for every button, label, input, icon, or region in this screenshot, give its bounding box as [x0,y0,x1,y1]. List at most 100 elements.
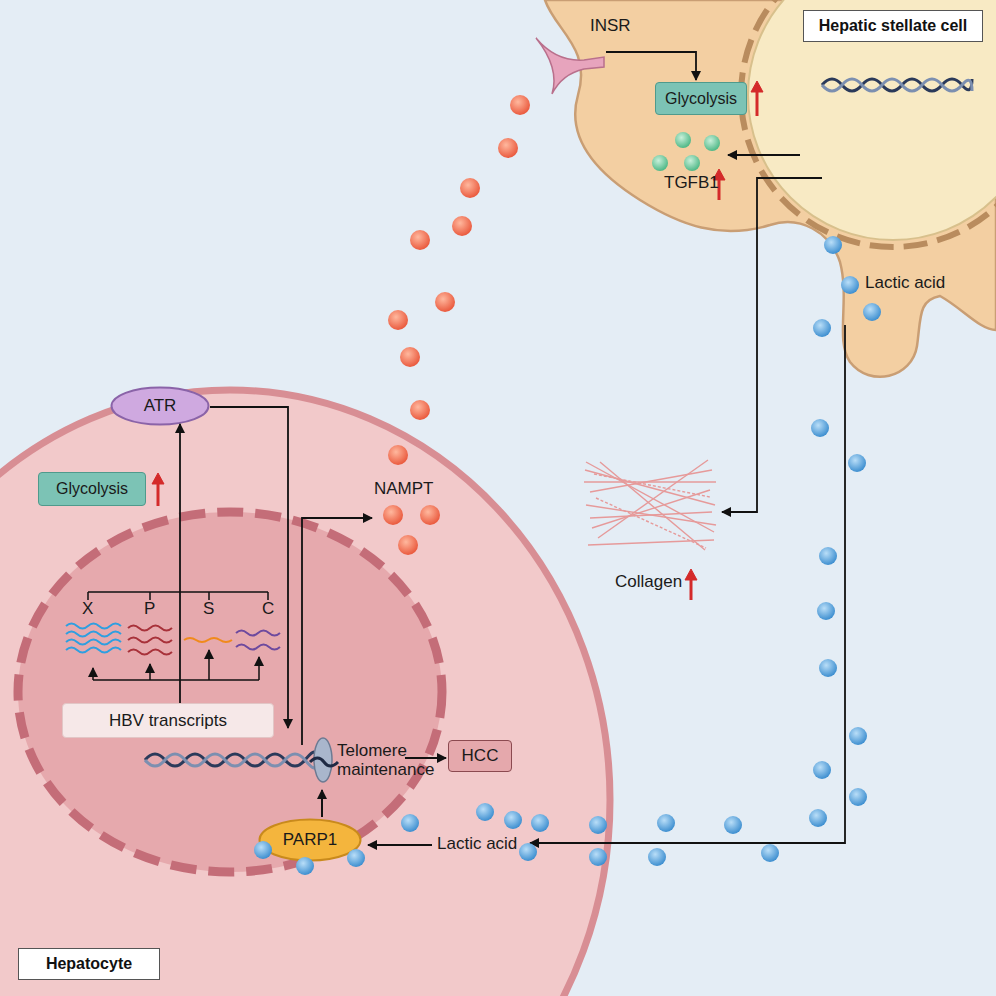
lactate-molecule [657,814,675,832]
text-label: C [262,599,274,618]
transcript-waves [66,624,280,655]
lactate-molecule [841,276,859,294]
lactate-molecules [401,236,881,866]
lactate-molecule [254,841,272,859]
nampt-molecule [400,347,420,367]
transcript-wave [66,632,121,637]
increase-arrows [152,81,763,600]
node-text: HBV transcripts [109,711,227,731]
collagen-fibril [600,462,705,550]
tgfb1-molecule [652,155,668,171]
transcript-wave [66,640,121,645]
lactate-molecule [648,848,666,866]
lactate-molecule [817,602,835,620]
telomere-strand [310,758,338,766]
nampt-molecule [510,95,530,115]
collagen-fibril [584,481,716,482]
node-text: HCC [462,746,499,766]
ellipse-shape [260,820,361,861]
arrow [405,757,446,759]
lactate-molecule [849,788,867,806]
nampt-molecule [460,178,480,198]
tgfb1-molecule [675,132,691,148]
tgfb1-molecule [704,135,720,151]
lactate-molecule [824,236,842,254]
cell-region: Hepatic stellate cellGlycolysis [500,0,996,380]
increase-arrow [157,482,160,506]
lactate-molecule [589,848,607,866]
process-box: Glycolysis [655,82,747,115]
text-label: INSR [590,16,631,35]
cell-label: Hepatocyte [18,948,160,980]
text-label: Lactic acid [865,273,945,292]
lactate-molecule [401,814,419,832]
arrow [92,668,94,680]
dna-helix [145,754,315,768]
connector-arrow [179,424,181,703]
collagen-fibril [586,462,714,532]
branch-line [93,679,259,681]
nampt-molecule [388,310,408,330]
ellipse-shape [112,388,209,425]
arrow [321,790,323,817]
arrow [530,325,845,843]
transcript-wave [128,638,172,643]
increase-arrow [690,578,693,600]
collagen-fibril [590,470,712,492]
text-label: P [144,599,155,618]
text-label: Collagen [615,572,682,591]
nampt-molecule [383,505,403,525]
lactate-molecule [819,547,837,565]
lactate-molecule [819,659,837,677]
process-box: HBV transcripts [62,703,274,738]
arrow [208,650,210,680]
lactate-molecule [296,857,314,875]
collagen-fibril [594,474,710,497]
arrow [606,52,696,80]
nampt-molecule [435,292,455,312]
protein-ellipse: PARP1 [258,818,362,862]
lactate-molecule [476,803,494,821]
text-label: S [203,599,214,618]
process-box: Glycolysis [38,472,146,506]
lactate-molecule [519,843,537,861]
branch-line [88,592,268,600]
transcript-wave [184,638,232,642]
transcript-wave [236,631,280,636]
transcript-wave [128,626,172,631]
hepatocyte-nucleus [18,512,442,872]
arrow [722,178,822,512]
lactate-molecule [347,849,365,867]
lactate-molecule [811,419,829,437]
cell-label: Hepatic stellate cell [803,10,983,42]
text-label: TGFB1 [664,173,719,192]
outcome-box: HCC [448,740,512,772]
nampt-molecule [388,445,408,465]
lactate-molecule [809,809,827,827]
lactate-molecule [813,319,831,337]
increase-arrow [756,90,759,116]
increase-arrow [152,473,164,484]
lactate-molecule [813,761,831,779]
lactate-molecule [848,454,866,472]
protein-ellipse: ATR [110,386,210,426]
increase-arrow [685,569,697,580]
nampt-molecule [410,230,430,250]
nampt-molecule [398,535,418,555]
receptor-symbol [536,38,604,94]
lactate-molecule [724,816,742,834]
text-label: NAMPT [374,479,434,498]
dna-helix [822,79,972,91]
cell-region: Hepatocyte ATR GlycolysisHBV transcriptsHC… [0,380,620,996]
transcript-wave [128,650,172,655]
transcript-wave [236,645,280,650]
collagen-fibrils [584,460,716,550]
node-text: Glycolysis [665,90,737,108]
lactate-molecule [761,844,779,862]
increase-arrow [751,81,763,92]
node-text: Glycolysis [56,480,128,498]
node-text: PARP1 [283,830,338,850]
